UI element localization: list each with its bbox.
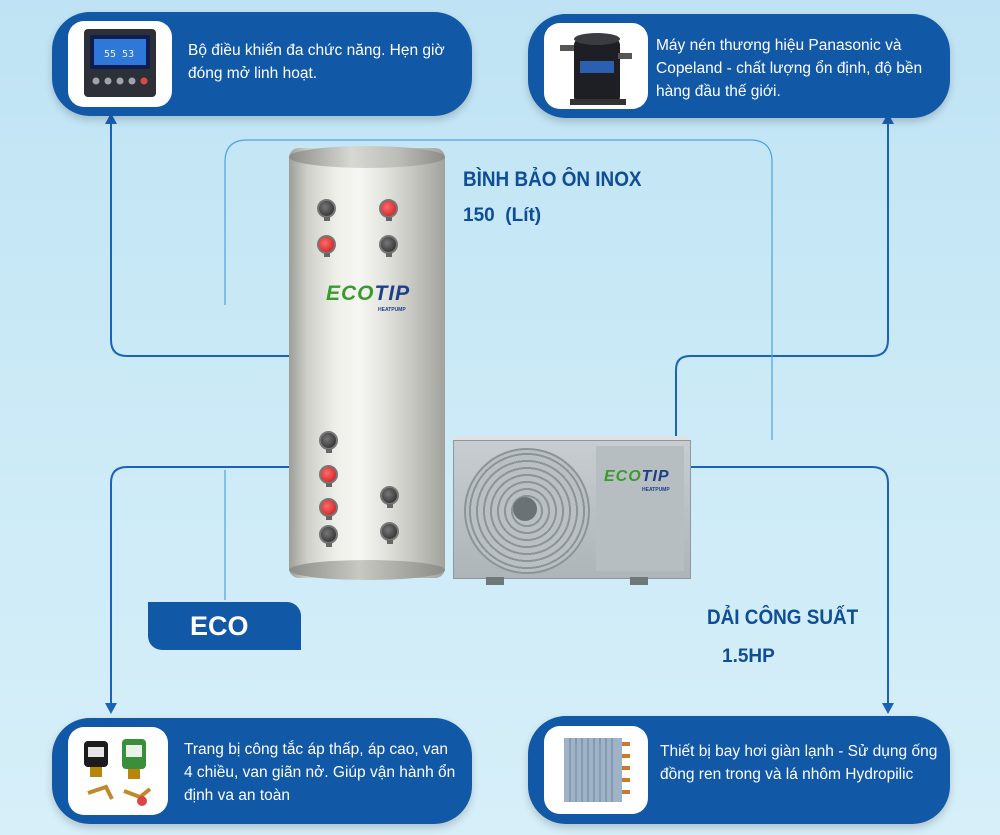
tank-port-icon	[319, 498, 338, 520]
tank-capacity-value: 150	[463, 205, 495, 226]
tank-port-icon	[317, 199, 336, 221]
water-tank	[289, 148, 445, 578]
eco-badge-label: ECO	[190, 611, 249, 641]
water-tank-base	[289, 560, 445, 580]
card-compressor: Máy nén thương hiệu Panasonic và Copelan…	[528, 14, 950, 118]
card-switches-text: Trang bị công tắc áp thấp, áp cao, van 4…	[184, 741, 456, 804]
line-compressor	[675, 120, 889, 440]
eco-badge: ECO	[148, 602, 301, 650]
card-evaporator-text: Thiết bị bay hơi giàn lạnh - Sử dụng ống…	[660, 743, 938, 783]
tank-port-icon	[380, 522, 399, 544]
tank-port-icon	[319, 525, 338, 547]
tank-port-icon	[317, 235, 336, 257]
arrow-down-left-icon	[105, 703, 117, 714]
tank-logo: ECOTIP	[326, 282, 410, 306]
card-evaporator: Thiết bị bay hơi giàn lạnh - Sử dụng ống…	[528, 716, 950, 824]
line-controller	[110, 120, 289, 357]
tank-title: BÌNH BẢO ÔN INOX	[463, 168, 642, 191]
power-title: DẢI CÔNG SUẤT	[707, 606, 859, 629]
card-compressor-text: Máy nén thương hiệu Panasonic và Copelan…	[656, 37, 923, 100]
unit-foot	[630, 577, 648, 585]
line-evaporator	[689, 466, 889, 705]
compressor-image	[544, 23, 648, 109]
unit-logo-sub: HEATPUMP	[642, 487, 670, 493]
unit-logo-tip: TIP	[641, 468, 670, 485]
tank-port-icon	[319, 465, 338, 487]
arrow-up-left-icon	[105, 113, 117, 124]
heat-pump-side-panel	[596, 446, 684, 571]
card-controller: 55 53 Bộ điều khiển đa chức năng. Hẹn gi…	[52, 12, 472, 116]
heat-pump-top	[453, 436, 689, 442]
tank-port-icon	[319, 431, 338, 453]
card-switches: Trang bị công tắc áp thấp, áp cao, van 4…	[52, 718, 472, 824]
controller-image: 55 53	[68, 21, 172, 107]
controller-display-text: 55 53	[104, 49, 134, 60]
card-controller-text: Bộ điều khiển đa chức năng. Hẹn giờ đóng…	[188, 42, 445, 82]
evaporator-image	[544, 726, 648, 814]
unit-foot	[486, 577, 504, 585]
tank-port-icon	[379, 199, 398, 221]
water-tank-top	[289, 146, 445, 168]
tank-logo-sub: HEATPUMP	[378, 307, 406, 313]
switches-image	[68, 727, 168, 815]
line-switches	[110, 466, 300, 705]
tank-logo-tip: TIP	[374, 282, 411, 305]
tank-capacity-unit: (Lít)	[505, 205, 542, 226]
unit-logo: ECOTIP	[604, 468, 670, 486]
tank-capacity: 150 (Lít)	[463, 205, 541, 227]
fan-hub-icon	[513, 497, 537, 521]
tank-logo-eco: ECO	[326, 282, 375, 305]
tank-port-icon	[380, 486, 399, 508]
power-value: 1.5HP	[722, 646, 775, 667]
arrow-down-right-icon	[882, 703, 894, 714]
tank-port-icon	[379, 235, 398, 257]
unit-logo-eco: ECO	[604, 468, 642, 485]
outline-frame-top	[224, 139, 773, 440]
arrow-up-right-icon	[882, 113, 894, 124]
